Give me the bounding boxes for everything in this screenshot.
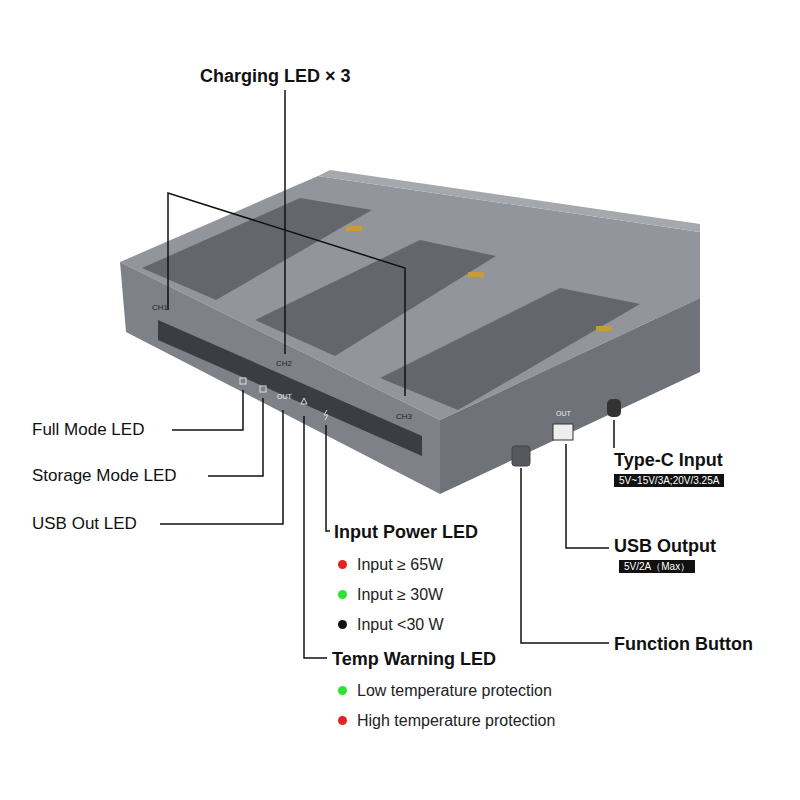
channel-label: CH1	[152, 303, 168, 313]
battery-contacts	[346, 226, 362, 231]
led-strip	[158, 320, 422, 456]
port-name: USB Output	[614, 536, 716, 556]
battery-slot	[380, 288, 640, 410]
callout-title: Function Button	[614, 633, 753, 655]
leader-line	[284, 90, 286, 354]
leader-line	[172, 390, 243, 430]
channel-label: CH3	[396, 412, 412, 422]
leader-line	[326, 425, 330, 531]
port-spec: Type-C Input 5V~15V/3A;20V/3.25A	[614, 450, 724, 488]
spec-bar: 5V/2A（Max）	[619, 560, 695, 573]
legend-swatch	[338, 620, 347, 629]
usb-port	[553, 424, 573, 440]
legend-swatch	[338, 686, 347, 695]
type-c-port	[607, 399, 621, 417]
leader-line	[168, 193, 405, 396]
callout-label: Full Mode LED	[32, 420, 144, 440]
callout-label: USB Out LED	[32, 514, 137, 534]
led-icon	[301, 398, 307, 404]
leader-line	[613, 420, 615, 448]
battery-contacts	[468, 272, 484, 277]
leader-line	[160, 410, 283, 524]
leader-line	[304, 416, 327, 658]
port-text: OUT	[556, 410, 571, 418]
leader-line	[208, 398, 263, 476]
callout-title: Input Power LED	[334, 521, 478, 543]
channel-label: CH2	[276, 359, 292, 369]
led-icon	[260, 386, 266, 392]
leader-line	[566, 444, 609, 548]
legend-text: Input ≥ 65W	[357, 555, 443, 575]
port-name: Type-C Input	[614, 450, 724, 470]
legend-text: High temperature protection	[357, 711, 555, 731]
legend-swatch	[338, 716, 347, 725]
legend-text: Input <30 W	[357, 615, 444, 635]
callout-title: Charging LED × 3	[200, 65, 351, 87]
callout-title: Temp Warning LED	[332, 648, 496, 670]
legend-text: Input ≥ 30W	[357, 585, 443, 605]
led-icon	[324, 410, 328, 420]
function-button	[512, 446, 530, 466]
callout-label: Storage Mode LED	[32, 466, 177, 486]
spec-bar: 5V~15V/3A;20V/3.25A	[614, 474, 724, 487]
led-text: OUT	[277, 393, 292, 401]
battery-contacts	[596, 326, 612, 331]
legend-swatch	[338, 590, 347, 599]
port-spec: USB Output 5V/2A（Max）	[614, 536, 716, 574]
legend-swatch	[338, 560, 347, 569]
leader-line	[521, 468, 609, 643]
charger-rim	[318, 170, 700, 232]
led-icon	[240, 378, 246, 384]
legend-text: Low temperature protection	[357, 681, 552, 701]
